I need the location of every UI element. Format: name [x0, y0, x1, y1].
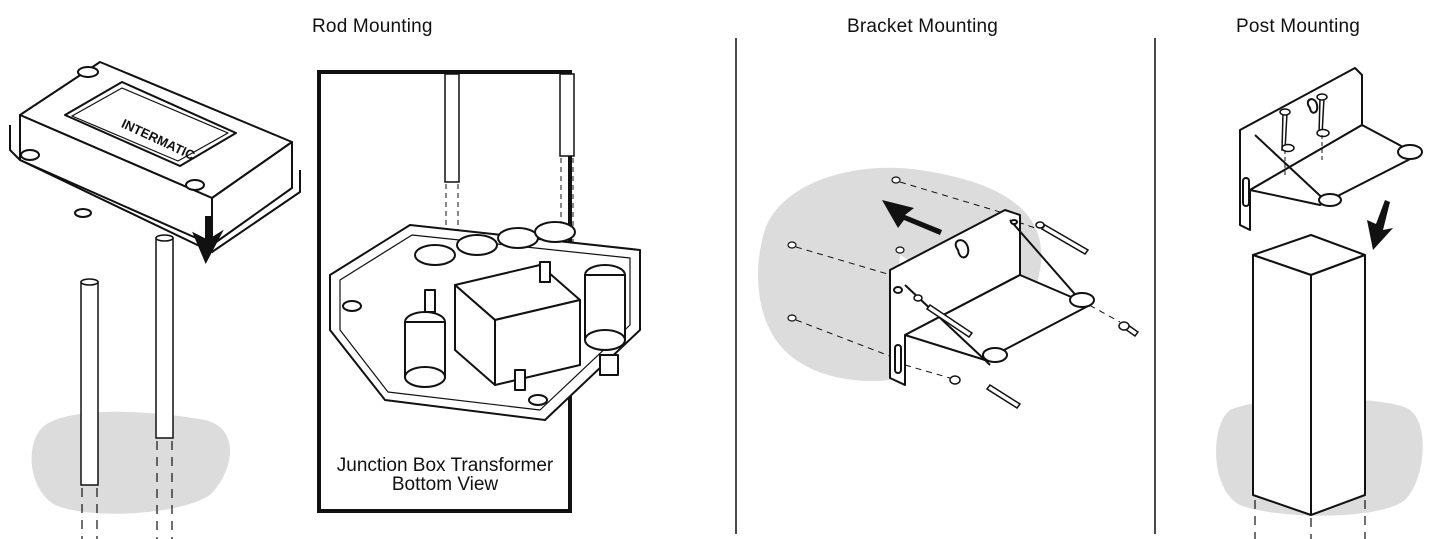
rod-mounting-illustration: INTERMATIC — [9, 61, 301, 539]
bracket-mounting-title: Bracket Mounting — [847, 16, 999, 37]
inset-caption: Junction Box Transformer Bottom View — [322, 456, 568, 494]
screws — [913, 221, 1140, 410]
inset-caption-line-1: Junction Box Transformer — [336, 455, 554, 476]
wall-bracket — [889, 209, 1095, 386]
inset-caption-line-2: Bottom View — [391, 474, 499, 495]
logo-plate — [64, 81, 237, 167]
rod-left — [80, 281, 99, 486]
rod-right — [155, 237, 174, 439]
arrow-icon — [1367, 200, 1393, 250]
post-bracket — [1239, 67, 1423, 231]
arrow-icon — [882, 200, 942, 235]
arrow-icon — [192, 216, 224, 265]
post-mounting-illustration — [1216, 67, 1423, 539]
junction-box-inset — [317, 70, 641, 513]
rod-mounting-title: Rod Mounting — [312, 16, 433, 37]
post-mounting-title: Post Mounting — [1236, 16, 1361, 37]
ground-patch — [31, 411, 230, 514]
wood-post — [1252, 234, 1366, 516]
transformer-box — [9, 61, 301, 253]
bracket-mounting-illustration — [758, 167, 1140, 410]
